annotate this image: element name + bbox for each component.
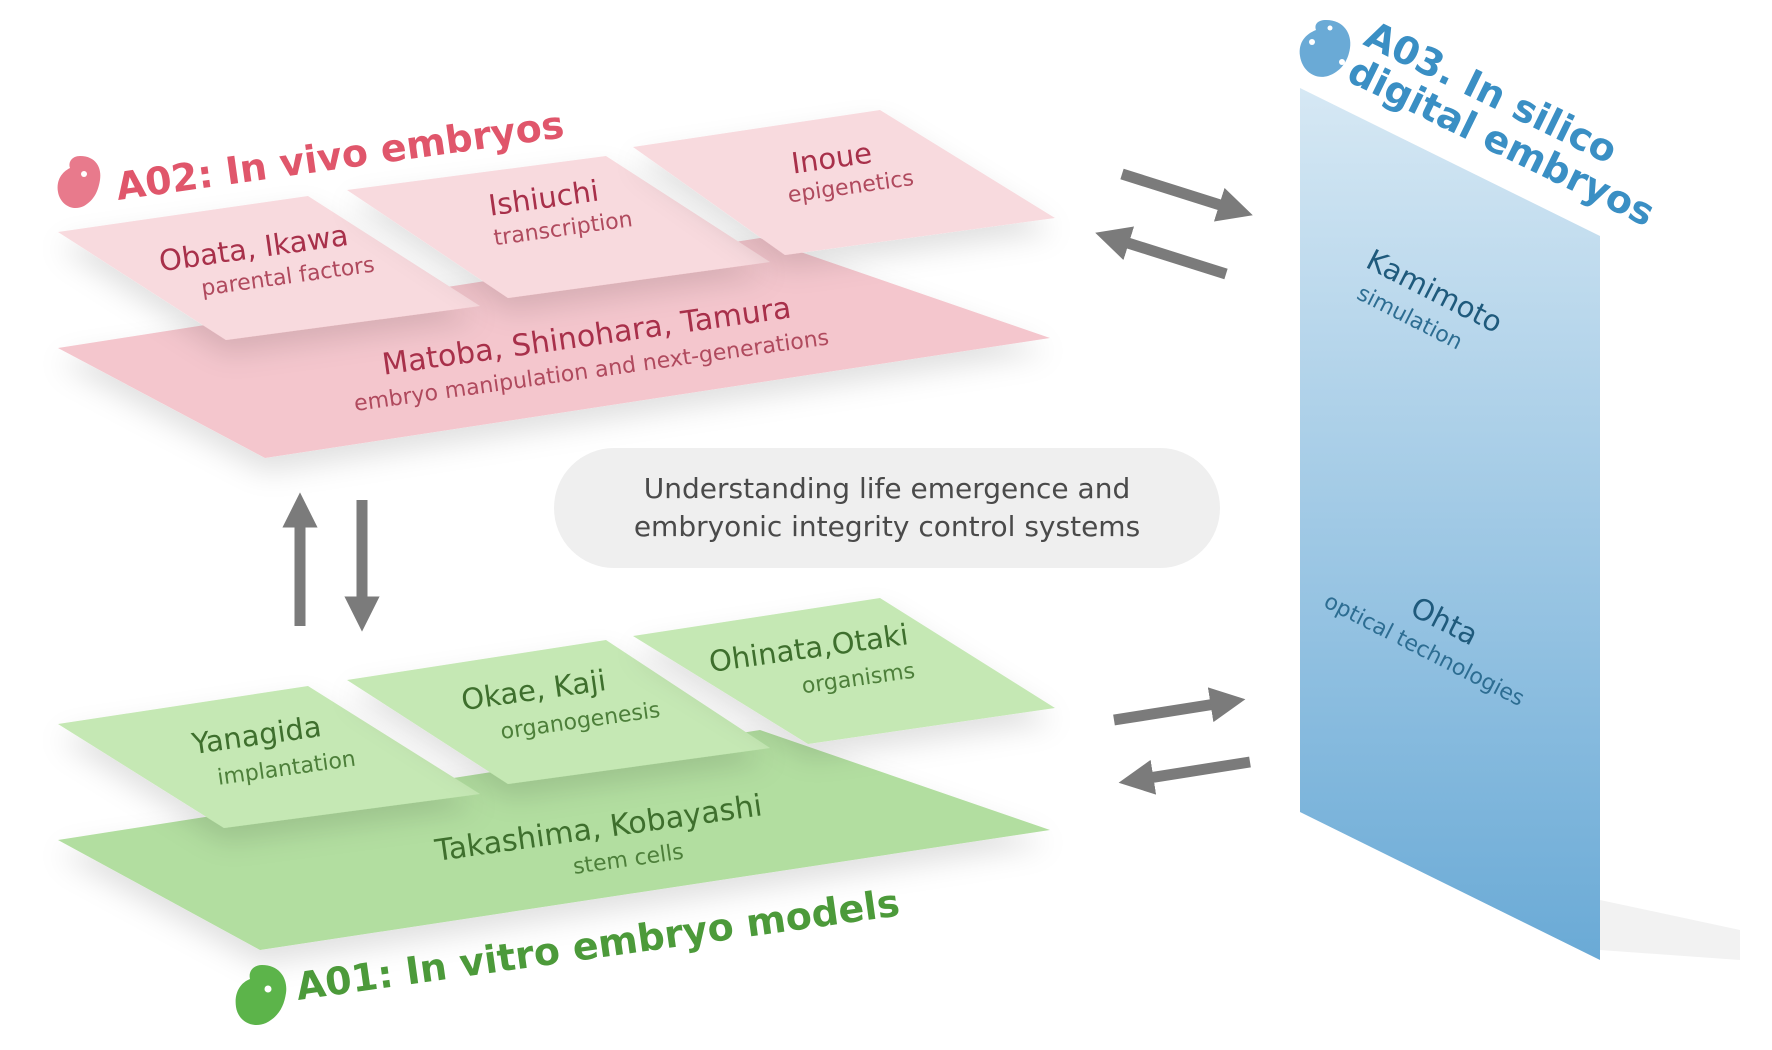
arrow-right-top-icon <box>1120 168 1253 222</box>
center-caption-line1: Understanding life emergence and <box>643 472 1131 505</box>
a01-base-layer <box>58 730 1050 950</box>
embryo-icon-green <box>235 965 287 1026</box>
a01-tile-okae-kaji <box>347 640 770 784</box>
a01-group: Yanagida implantation Okae, Kaji organog… <box>58 598 1055 1026</box>
a01-tile-ohinata-otaki <box>633 598 1055 744</box>
embryo-icon-pink <box>57 156 101 209</box>
a02-base-layer <box>58 238 1050 458</box>
center-caption-line2: embryonic integrity control systems <box>633 510 1141 543</box>
center-caption: Understanding life emergence and embryon… <box>554 448 1220 568</box>
arrow-right-bottom-icon <box>1113 687 1246 726</box>
arrow-left-top-icon <box>1095 226 1228 280</box>
a02-tile-obata-ikawa <box>58 196 480 340</box>
arrow-left-bottom-icon <box>1118 756 1251 795</box>
a02-tile-ishiuchi <box>347 156 770 298</box>
a02-tile-inoue <box>633 110 1055 255</box>
a01-tile-yanagida <box>58 686 480 828</box>
a03-panel-shadow <box>1600 900 1740 960</box>
digital-embryo-icon-blue <box>1299 20 1351 77</box>
a03-panel <box>1300 88 1600 960</box>
a02-group: Obata, Ikawa parental factors Ishiuchi t… <box>57 102 1055 458</box>
a03-group: Kamimoto simulation Ohta optical technol… <box>1299 13 1740 960</box>
arrow-icons <box>282 168 1253 795</box>
